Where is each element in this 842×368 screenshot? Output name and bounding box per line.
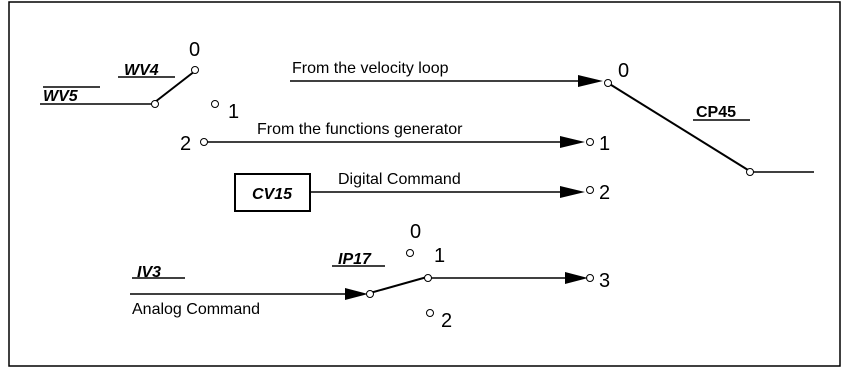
velocity-loop-label: From the velocity loop [292, 60, 449, 77]
cp45-position-0: 0 [618, 60, 629, 82]
ip17-position-2: 2 [441, 310, 452, 332]
analog-command-arrow [345, 288, 368, 300]
ip17-pivot-contact [366, 290, 374, 298]
wv4-contact-2 [200, 138, 208, 146]
wv4-position-2: 2 [180, 133, 191, 155]
cv15-label: CV15 [252, 186, 293, 203]
ip17-switch-blade [369, 276, 428, 294]
iv3-label: IV3 [137, 264, 161, 281]
cp45-position-2: 2 [599, 182, 610, 204]
analog-command-label: Analog Command [132, 301, 260, 318]
cp45-position-3: 3 [599, 270, 610, 292]
velocity-loop-arrow [578, 75, 603, 87]
cp45-contact-1 [586, 138, 594, 146]
cp45-position-1: 1 [599, 133, 610, 155]
cp45-contact-2 [586, 186, 594, 194]
wv5-label: WV5 [43, 88, 79, 105]
diagram-frame [8, 1, 841, 367]
cp45-pivot-contact [746, 168, 754, 176]
wv4-position-0: 0 [189, 39, 200, 61]
ip17-contact-1 [424, 274, 432, 282]
ip17-position-0: 0 [410, 221, 421, 243]
cp45-switch-blade [607, 82, 749, 171]
cp45-label: CP45 [696, 104, 736, 121]
wv4-position-1: 1 [228, 101, 239, 123]
functions-generator-arrow [560, 136, 585, 148]
ip17-contact-0 [406, 249, 414, 257]
ip17-contact-2 [426, 309, 434, 317]
ip17-position-1: 1 [434, 245, 445, 267]
wv4-contact-1 [211, 100, 219, 108]
ip17-label: IP17 [338, 251, 372, 268]
functions-generator-label: From the functions generator [257, 121, 463, 138]
ip17-output-arrow [565, 272, 588, 284]
wv4-contact-0 [191, 66, 199, 74]
digital-command-arrow [560, 186, 585, 198]
cp45-contact-0 [604, 79, 612, 87]
digital-command-label: Digital Command [338, 171, 461, 188]
cv15-box [234, 173, 311, 212]
wv4-label: WV4 [124, 62, 159, 79]
wv4-switch-blade [154, 70, 196, 103]
wv4-pivot-contact [151, 100, 159, 108]
